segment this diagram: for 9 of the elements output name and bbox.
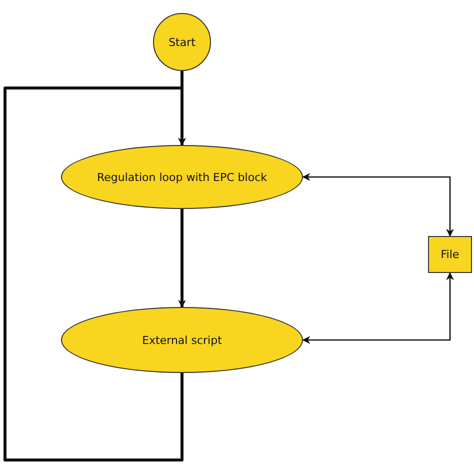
arrow — [4, 86, 186, 462]
node-label: Regulation loop with EPC block — [96, 170, 267, 184]
arrow — [302, 173, 454, 237]
node-label: External script — [142, 334, 222, 346]
arrow — [302, 272, 454, 344]
data-box — [428, 236, 472, 273]
node-label: Start — [168, 36, 196, 48]
node-label: File — [440, 248, 460, 261]
arrow — [178, 209, 186, 308]
